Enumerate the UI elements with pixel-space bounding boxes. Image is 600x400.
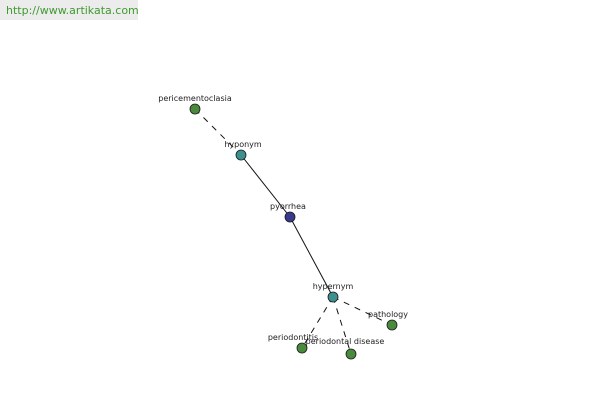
node-label-hyponym[interactable]: hyponym <box>224 140 262 149</box>
node-label-pericementoclasia[interactable]: pericementoclasia <box>158 94 232 103</box>
node-label-pathology[interactable]: pathology <box>368 310 408 319</box>
edge-hypernym-periodontal-disease <box>332 296 352 355</box>
node-hyponym[interactable] <box>235 149 247 161</box>
node-pathology[interactable] <box>386 319 398 331</box>
graph-edges <box>194 108 393 355</box>
node-label-periodontal-disease[interactable]: periodontal disease <box>306 337 385 346</box>
edge-hypernym-periodontitis <box>301 296 334 349</box>
edge-hyponym-pyorrhea <box>240 154 291 218</box>
node-label-periodontitis[interactable]: periodontitis <box>268 333 318 342</box>
node-label-hypernym[interactable]: hypernym <box>313 282 354 291</box>
node-periodontal-disease[interactable] <box>345 348 357 360</box>
node-pericementoclasia[interactable] <box>189 103 201 115</box>
graph-nodes <box>189 103 398 360</box>
node-periodontitis[interactable] <box>296 342 308 354</box>
watermark-link[interactable]: http://www.artikata.com <box>0 0 139 20</box>
node-label-pyorrhea[interactable]: pyorrhea <box>270 202 306 211</box>
node-pyorrhea[interactable] <box>284 211 296 223</box>
graph-labels: pericementoclasia hyponym pyorrhea hypernym… <box>158 94 408 346</box>
edge-pyorrhea-hypernym <box>289 216 334 298</box>
node-hypernym[interactable] <box>327 291 339 303</box>
